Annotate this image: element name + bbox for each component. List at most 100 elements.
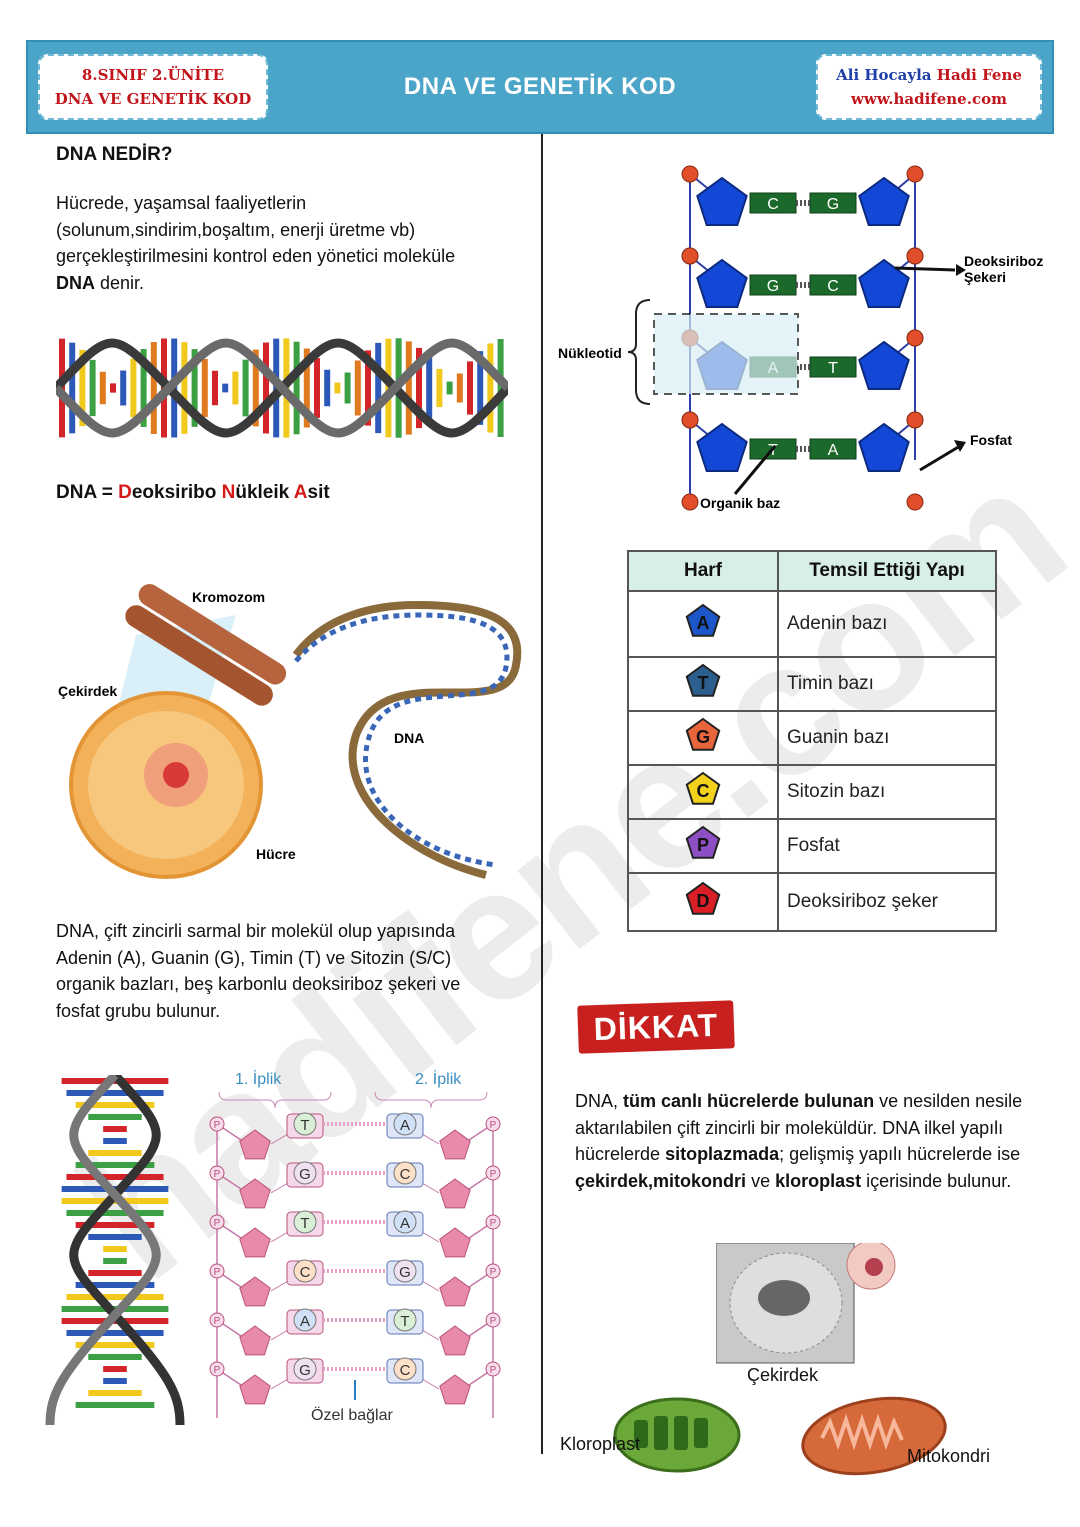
base-structure-name: Adenin bazı <box>777 590 997 658</box>
base-letter: G <box>299 1362 311 1379</box>
mitochondria-caption: Mitokondri <box>907 1446 991 1466</box>
table-header-structure: Temsil Ettiği Yapı <box>777 550 997 592</box>
phosphate-letter: P <box>490 1365 497 1376</box>
base-letter: C <box>400 1166 411 1183</box>
unit-subtitle: DNA VE GENETİK KOD <box>54 90 252 108</box>
page-header: 8.SINIF 2.ÜNİTE DNA VE GENETİK KOD DNA V… <box>26 40 1054 134</box>
brand-website-link[interactable]: www.hadifene.com <box>851 90 1007 108</box>
strand-1-label: 1. İplik <box>235 1069 282 1088</box>
base-letter: T <box>300 1215 309 1232</box>
dna-acronym: DNA = Deoksiribo Nükleik Asit <box>56 482 330 503</box>
cell-chromosome-dna-illustration: Kromozom Çekirdek DNA Hücre <box>58 584 522 879</box>
sugar-label-1: Deoksiriboz <box>964 253 1043 269</box>
phosphate-letter: P <box>214 1120 221 1131</box>
warning-badge: DİKKAT <box>577 1000 735 1054</box>
phosphate-letter: P <box>214 1267 221 1278</box>
table-header-letter: Harf <box>627 550 779 592</box>
nucleotide-structure-diagram: CGGCATTA Nükleotid Deoksiriboz Şekeri Fo… <box>558 165 1043 511</box>
phosphate-label: Fosfat <box>970 432 1012 448</box>
base-symbol-icon: C <box>627 764 779 820</box>
nucleotide-label: Nükleotid <box>558 345 622 361</box>
svg-text:D: D <box>697 891 710 911</box>
base-structure-name: Fosfat <box>777 818 997 874</box>
table-row: G Guanin bazı <box>627 710 997 766</box>
phosphate-letter: P <box>490 1218 497 1229</box>
base-letter: G <box>299 1166 311 1183</box>
base-letter: A <box>400 1215 410 1232</box>
nucleus-label: Çekirdek <box>58 683 117 699</box>
phosphate-letter: P <box>214 1218 221 1229</box>
page-title: DNA VE GENETİK KOD <box>403 73 677 100</box>
chloroplast-illustration <box>613 1397 741 1473</box>
vertical-dna-helix <box>45 1075 185 1425</box>
strand-2-label: 2. İplik <box>415 1069 462 1088</box>
mitochondria-illustration <box>801 1396 947 1476</box>
brand-line: Ali Hocayla Hadi Fene <box>836 66 1022 84</box>
base-letter: A <box>828 442 839 459</box>
cell-label: Hücre <box>256 846 296 862</box>
phosphate-letter: P <box>490 1267 497 1278</box>
base-structure-name: Guanin bazı <box>777 710 997 766</box>
base-letter: T <box>300 1117 309 1134</box>
base-letter: C <box>827 278 839 295</box>
svg-text:T: T <box>698 673 709 693</box>
base-symbol-icon: D <box>627 872 779 932</box>
note-paragraph: DNA, tüm canlı hücrelerde bulunan ve nes… <box>575 1091 1023 1191</box>
dna-strand-diagram: 1. İplik 2. İplik T A P P G C P P T A P P C G P P A T P P G C… <box>209 1069 501 1424</box>
phosphate-letter: P <box>490 1316 497 1327</box>
structure-paragraph: DNA, çift zincirli sarmal bir molekül ol… <box>56 921 461 1021</box>
base-symbol-icon: P <box>627 818 779 874</box>
phosphate-letter: P <box>490 1120 497 1131</box>
unit-label: 8.SINIF 2.ÜNİTE <box>81 66 225 84</box>
base-letter: G <box>767 278 779 295</box>
base-symbol-icon: A <box>627 590 779 658</box>
section-heading: DNA NEDİR? <box>56 144 173 165</box>
base-letter: C <box>767 196 779 213</box>
column-divider <box>541 134 543 1454</box>
svg-text:P: P <box>697 835 709 855</box>
table-row: P Fosfat <box>627 818 997 874</box>
table-row: A Adenin bazı <box>627 590 997 658</box>
bonds-label: Özel bağlar <box>311 1406 393 1424</box>
base-structure-name: Timin bazı <box>777 656 997 712</box>
chromosome-label: Kromozom <box>192 589 265 605</box>
brand-box: Ali Hocayla Hadi Fene www.hadifene.com <box>816 54 1042 120</box>
chloroplast-caption: Kloroplast <box>560 1434 641 1454</box>
unit-label-box: 8.SINIF 2.ÜNİTE DNA VE GENETİK KOD <box>38 54 268 120</box>
base-label: Organik baz <box>700 495 780 511</box>
base-letter: A <box>300 1313 310 1330</box>
base-letter: G <box>827 196 839 213</box>
sugar-label-2: Şekeri <box>964 269 1006 285</box>
nucleus-caption: Çekirdek <box>747 1365 819 1385</box>
base-symbol-icon: G <box>627 710 779 766</box>
base-structure-name: Deoksiriboz şeker <box>777 872 997 932</box>
phosphate-letter: P <box>490 1169 497 1180</box>
phosphate-letter: P <box>214 1169 221 1180</box>
dna-label: DNA <box>394 730 424 746</box>
phosphate-letter: P <box>214 1316 221 1327</box>
base-letter: T <box>828 360 838 377</box>
table-row: T Timin bazı <box>627 656 997 712</box>
base-structure-name: Sitozin bazı <box>777 764 997 820</box>
nucleus-micrograph <box>716 1243 896 1364</box>
phosphate-letter: P <box>214 1365 221 1376</box>
svg-text:G: G <box>696 727 710 747</box>
base-letter: C <box>400 1362 411 1379</box>
base-symbol-icon: T <box>627 656 779 712</box>
table-row: D Deoksiriboz şeker <box>627 872 997 932</box>
svg-text:A: A <box>697 613 710 633</box>
base-letter: C <box>300 1264 311 1281</box>
base-letter: G <box>399 1264 411 1281</box>
base-letter: A <box>400 1117 410 1134</box>
intro-paragraph: Hücrede, yaşamsal faaliyetlerin (solunum… <box>56 193 456 293</box>
base-letter: T <box>400 1313 409 1330</box>
